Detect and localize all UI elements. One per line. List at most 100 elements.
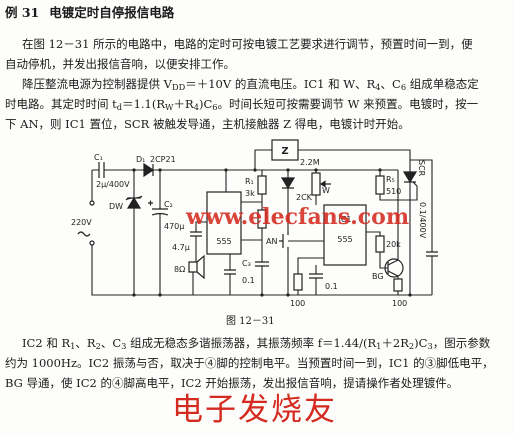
label-r4-value: 100: [290, 299, 305, 308]
junction-dots: [132, 168, 412, 297]
junction-dot: [253, 168, 257, 172]
text-run: 组成单稳态定: [406, 77, 479, 91]
junction-dot: [260, 293, 264, 297]
subscript: 3: [121, 341, 127, 352]
components: [77, 139, 438, 292]
capacitor-c7-icon: [426, 251, 438, 257]
junction-dot: [378, 168, 382, 172]
label-d1: D₁: [136, 155, 145, 164]
transistor-bg-icon: [384, 258, 404, 278]
capacitor-c4-icon: [190, 231, 202, 237]
text-run: 在图 12－31 所示的电路中，电路的定时可按电镀工艺要求进行调节，预置时间一到…: [22, 37, 473, 51]
subscript: 6: [212, 102, 218, 113]
label-r5: R₅: [386, 175, 395, 184]
label-c7-value: 0.1/400V: [418, 202, 427, 239]
label-ic2-type: 555: [216, 237, 231, 246]
text-line: 降压整流电源为控制器提供 VDD＝＋10V 的直流电压。IC1 和 W、R4、C…: [5, 74, 510, 94]
label-w-value: 2.2M: [300, 158, 320, 167]
junction-dot: [286, 293, 290, 297]
body-text-below-figure: IC2 和 R1、R2、C3 组成无稳态多谐振荡器，其振荡频率 f＝1.44/(…: [5, 333, 510, 393]
text-run: ＋2R: [381, 336, 409, 350]
label-c3-value: 0.1: [242, 276, 255, 285]
text-line: IC2 和 R1、R2、C3 组成无稳态多谐振荡器，其振荡频率 f＝1.44/(…: [5, 333, 510, 353]
subscript: 2: [95, 341, 101, 352]
label-dw: DW: [109, 202, 123, 211]
resistor-r5-icon: [375, 175, 385, 195]
capacitor-c5-icon: [224, 269, 236, 275]
label-mains-voltage: 220V: [71, 218, 92, 227]
subscript: 1: [70, 341, 76, 352]
text-run: IC2 和 R: [22, 336, 71, 350]
subscript: 1: [376, 341, 382, 352]
resistor-r4-icon: [293, 273, 303, 291]
text-run: 约为 1000Hz。IC2 振荡与否，取决于④脚的控制电平。当预置时间一到，IC…: [5, 356, 494, 370]
component-labels: C₁ 2μ/400V D₁ 2CP21 DW 220V C₂ 470μ 4.7μ…: [71, 146, 427, 308]
speaker-y-icon: [188, 254, 205, 280]
resistor-r2-icon: [257, 209, 267, 229]
text-line: 时电路。其定时时间 td＝1.1(RW＋R4)C6。时间长短可按需要调节 W 来…: [5, 94, 510, 114]
label-d1-model: 2CP21: [150, 155, 176, 164]
label-r6-value: 100: [392, 299, 407, 308]
circuit-schematic: C₁ 2μ/400V D₁ 2CP21 DW 220V C₂ 470μ 4.7μ…: [71, 139, 438, 308]
resistor-20k-icon: [375, 235, 385, 253]
label-2ck: 2CK: [296, 193, 313, 202]
junction-dot: [132, 293, 136, 297]
label-speaker-value: 8Ω: [174, 265, 185, 274]
ic2-chip: [206, 191, 242, 255]
relay-wire: [254, 149, 411, 172]
figure-caption: 图 12－31: [226, 316, 275, 327]
label-c3: C₃: [242, 259, 251, 268]
junction-dot: [224, 168, 228, 172]
subscript: 4: [375, 82, 381, 93]
label-c2-value: 470μ: [164, 222, 184, 231]
text-line: 下 AN，则 IC1 置位，SCR 被触发导通，主机接触器 Z 得电，电镀计时开…: [5, 114, 510, 134]
label-w: W: [322, 186, 330, 195]
label-c4-value: 4.7μ: [172, 243, 190, 252]
text-run: 、C: [100, 336, 122, 350]
junction-dot: [408, 293, 412, 297]
subscript: 3: [427, 341, 433, 352]
subscript: DD: [171, 82, 186, 93]
resistor-r1-icon: [257, 175, 267, 195]
label-r1-value: 3k: [245, 189, 255, 198]
paragraph: 在图 12－31 所示的电路中，电路的定时可按电镀工艺要求进行调节，预置时间一到…: [5, 34, 510, 74]
text-line: 约为 1000Hz。IC2 振荡与否，取决于④脚的控制电平。当预置时间一到，IC…: [5, 353, 510, 373]
text-run: ，图示参数: [432, 336, 491, 350]
text-line: BG 导通，使 IC2 的④脚高电平，IC2 开始振荡，发出报信音响，提请操作者…: [5, 373, 510, 393]
label-scr: SCR: [417, 160, 426, 177]
resistor-r6-icon: [393, 278, 403, 292]
transistor-bg-leads-icon: [387, 259, 399, 277]
pushbutton-an-icon: [279, 232, 289, 250]
ic2-output-wire: [192, 221, 207, 295]
capacitor-c1-icon: [98, 162, 105, 178]
label-c6-value: 0.1: [325, 282, 338, 291]
mains-terminal-icon: [89, 200, 95, 206]
diode-d1-icon: [143, 162, 155, 178]
scr-icon: [402, 171, 418, 184]
capacitor-c2-icon: [148, 200, 169, 216]
bg-drive-wire: [366, 231, 388, 269]
text-run: ＋R: [173, 97, 194, 111]
label-r5-value: 510: [386, 187, 401, 196]
timing-chain-wire: [241, 170, 263, 295]
zener-dw-icon: [125, 195, 143, 209]
label-r1: R₁: [245, 177, 254, 186]
diode-2ck-icon: [280, 177, 296, 190]
c7-wire: [410, 159, 433, 295]
relay-z-box: [271, 139, 299, 161]
label-relay-z: Z: [281, 146, 288, 157]
subscript: d: [116, 102, 123, 113]
r4-wire: [297, 257, 324, 295]
ic1-chip: [323, 204, 367, 266]
text-run: 。时间长短可按需要调节 W 来预置。电镀时，按一: [217, 97, 479, 111]
capacitor-c6-icon: [309, 273, 323, 279]
text-line: 在图 12－31 所示的电路中，电路的定时可按电镀工艺要求进行调节，预置时间一到…: [5, 34, 510, 54]
subscript: 2: [408, 341, 415, 352]
capacitor-c3-icon: [255, 261, 269, 267]
text-run: )C: [414, 336, 428, 350]
label-an: AN: [266, 237, 277, 246]
label-ic1: IC1: [338, 215, 351, 224]
trigger-wire: [287, 170, 324, 295]
input-and-ground-wire: [91, 170, 432, 296]
